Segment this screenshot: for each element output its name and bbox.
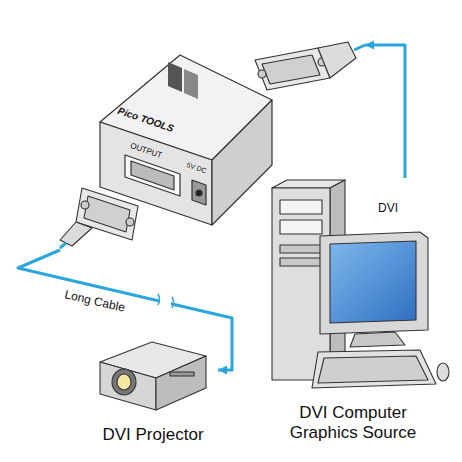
projector xyxy=(117,374,131,390)
input-plug xyxy=(255,48,330,90)
arrow-head xyxy=(365,41,374,50)
computer-tower xyxy=(280,245,322,253)
input-plug xyxy=(255,42,365,90)
input-plug xyxy=(258,70,266,78)
input-plug xyxy=(354,45,365,50)
computer-monitor xyxy=(320,232,428,334)
output-plug xyxy=(81,201,89,209)
cable-connector xyxy=(18,250,232,375)
computer-keyboard xyxy=(312,350,436,388)
computer-tower xyxy=(280,200,322,214)
product-name: Pico TOOLS xyxy=(116,105,175,135)
signal-label: DVI xyxy=(378,202,398,216)
device-caption: DVI Computer Graphics Source xyxy=(273,403,433,442)
input-plug xyxy=(262,55,320,84)
port-label: OUTPUT xyxy=(129,141,163,160)
device-housing xyxy=(212,100,272,225)
computer-keyboard xyxy=(437,363,449,381)
device-housing xyxy=(125,155,180,196)
output-plug xyxy=(60,243,66,248)
device-housing xyxy=(184,69,198,99)
projector xyxy=(112,369,136,395)
power-label: 5V DC xyxy=(185,161,207,175)
output-plug xyxy=(126,218,134,226)
output-plug xyxy=(84,196,130,232)
projector xyxy=(100,362,156,410)
device-housing xyxy=(168,62,182,92)
cable-break xyxy=(160,296,171,308)
device-housing xyxy=(131,161,174,190)
cable-label: Long Cable xyxy=(64,288,127,315)
cable-line xyxy=(365,45,405,178)
computer-monitor xyxy=(320,232,428,347)
computer-keyboard xyxy=(318,356,428,383)
computer-keyboard xyxy=(312,350,449,388)
input-plug xyxy=(318,42,356,78)
projector xyxy=(156,356,206,410)
computer-tower xyxy=(280,220,322,234)
device-housing xyxy=(192,180,206,205)
device-box: Pico TOOLS OUTPUT 5V DC xyxy=(38,35,365,250)
cable-break xyxy=(158,294,160,305)
cable-connector xyxy=(365,41,405,179)
computer-node: DVI Computer Graphics Source xyxy=(268,178,443,453)
projector xyxy=(100,342,206,410)
computer-monitor xyxy=(350,332,405,347)
cable-line xyxy=(18,250,232,370)
device-housing xyxy=(100,55,272,225)
computer-monitor xyxy=(330,241,416,323)
device-caption: DVI Projector xyxy=(88,425,218,445)
arrow-head xyxy=(218,366,227,375)
output-plug xyxy=(60,188,138,248)
cable-break xyxy=(158,294,174,308)
cable-break xyxy=(172,297,174,308)
projector xyxy=(170,372,194,376)
computer-tower xyxy=(280,258,322,266)
device-housing xyxy=(196,190,202,196)
projector-node: DVI Projector xyxy=(88,335,218,450)
